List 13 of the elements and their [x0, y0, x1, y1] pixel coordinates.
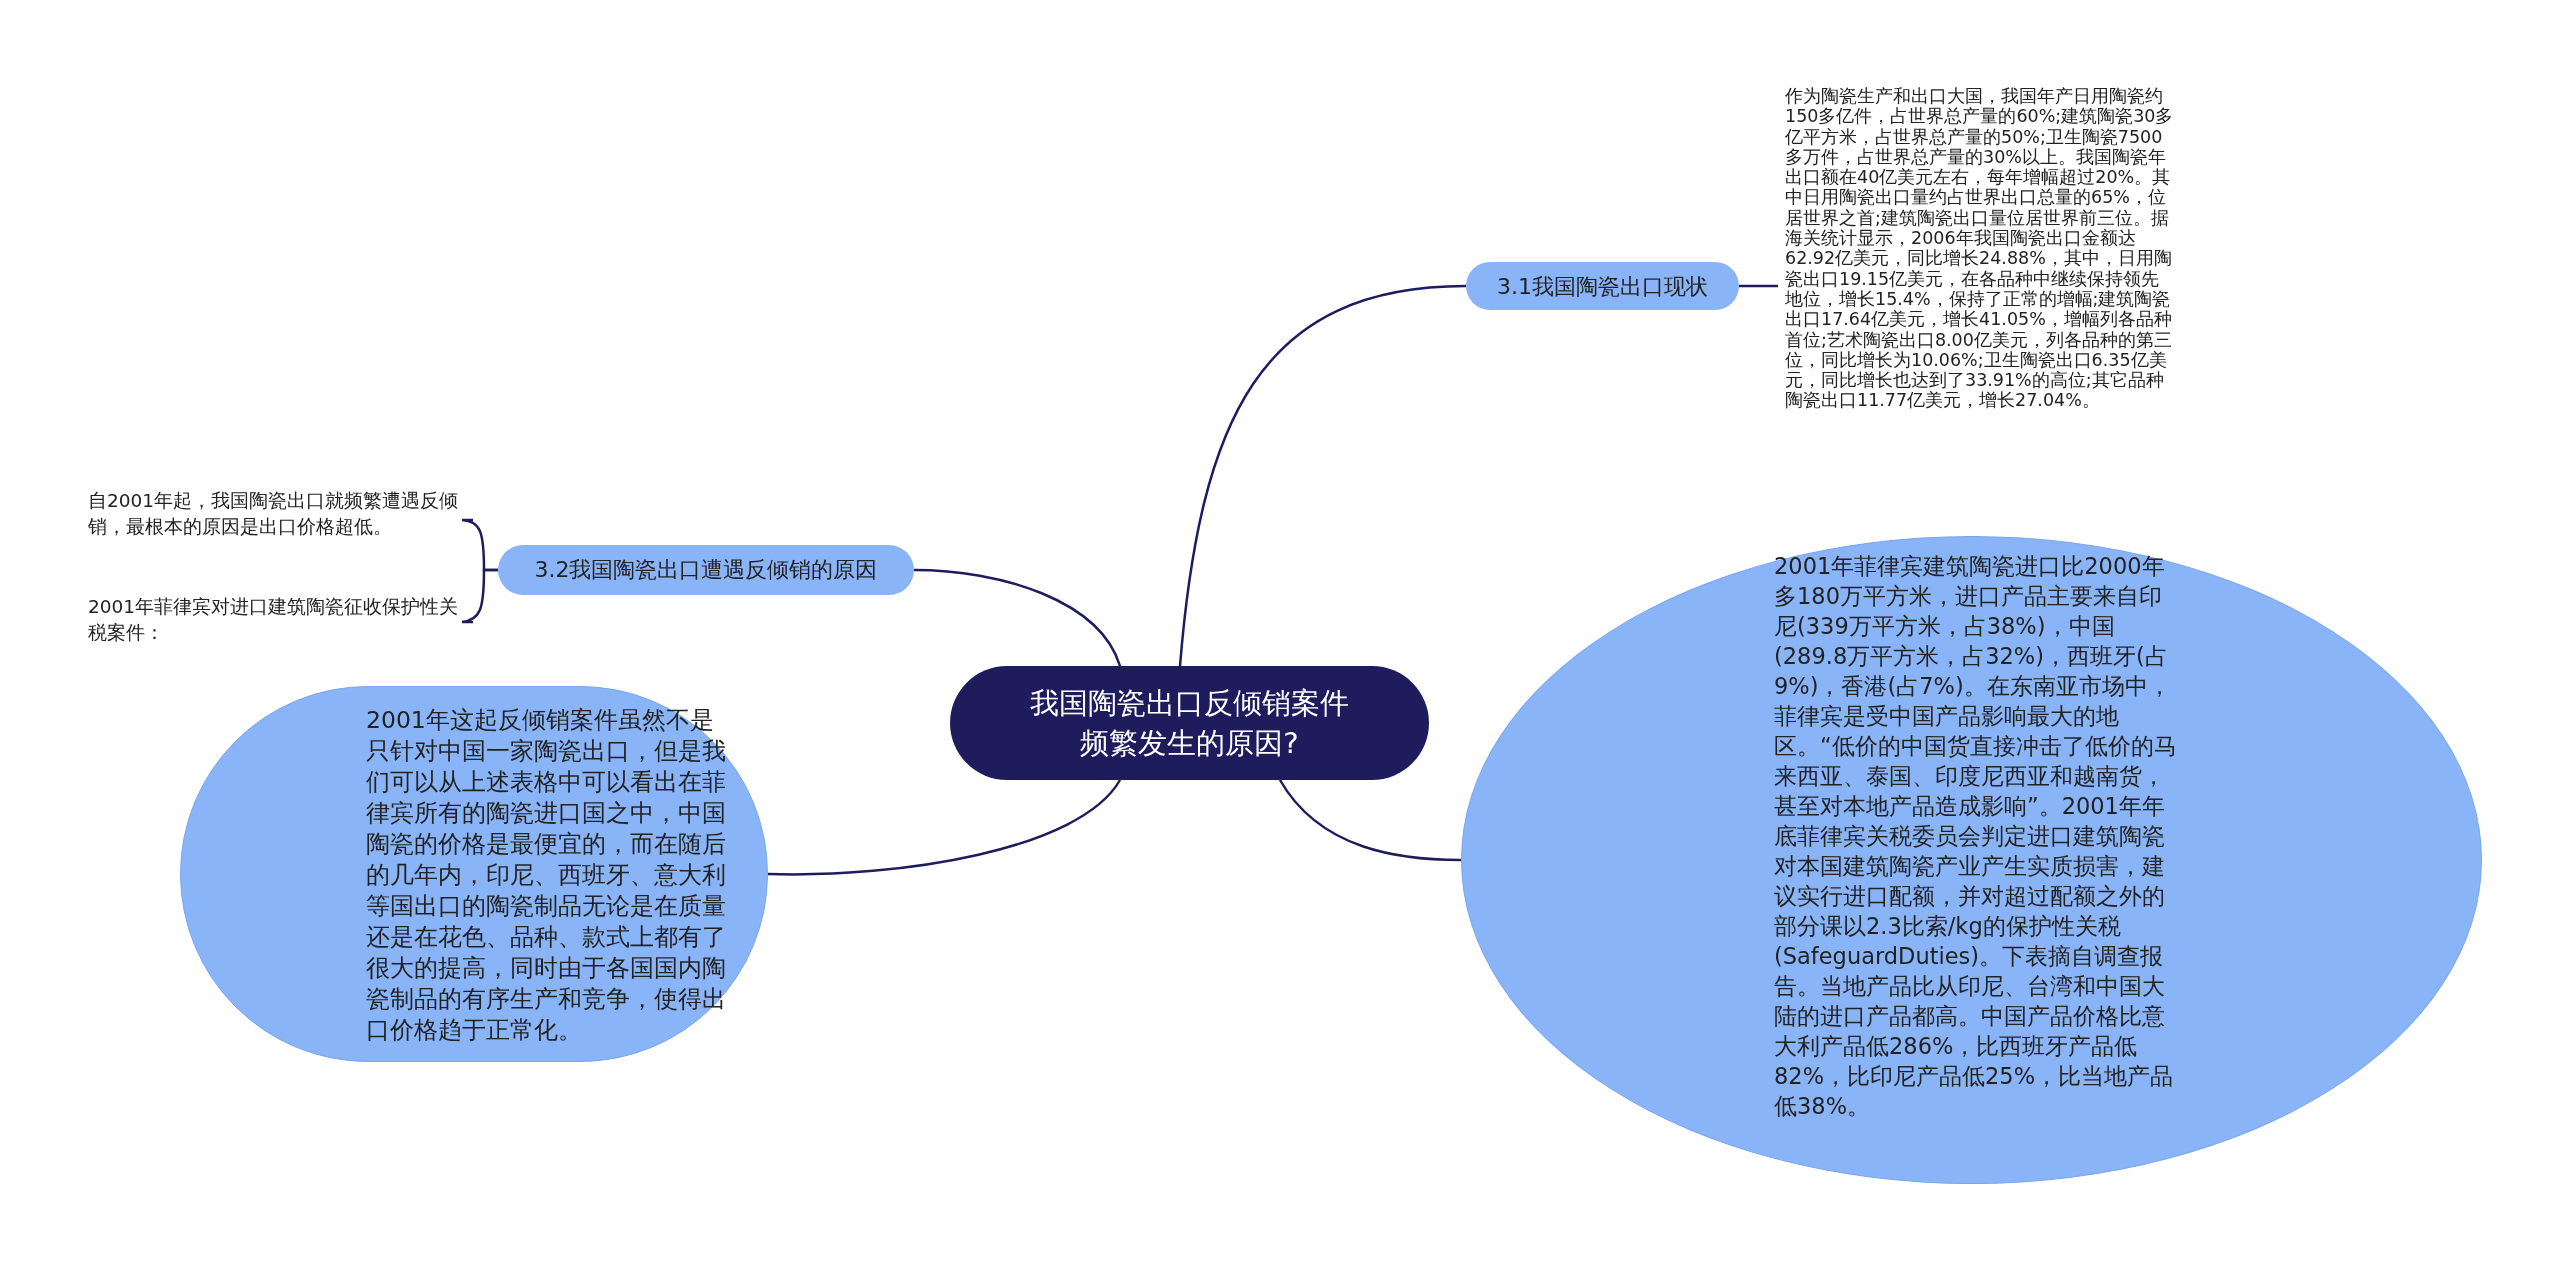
connector-line [768, 779, 1121, 876]
connector-line [1739, 284, 1778, 288]
topic-pill: 3.2我国陶瓷出口遭遇反倾销的原因 [498, 545, 914, 595]
note-text: 自2001年起，我国陶瓷出口就频繁遭遇反倾销，最根本的原因是出口价格超低。 [88, 488, 473, 542]
connector-line [1278, 779, 1462, 862]
connector-line [913, 568, 1122, 667]
connector-line [1178, 284, 1467, 667]
topic-pill: 3.1我国陶瓷出口现状 [1466, 262, 1739, 310]
note-text: 2001年菲律宾对进口建筑陶瓷征收保护性关税案件： [88, 594, 473, 648]
note-text: 作为陶瓷生产和出口大国，我国年产日用陶瓷约150多亿件，占世界总产量的60%;建筑陶瓷30多亿平方米，占世界总产量的50%;卫生陶瓷7500多万件，占世界总产量的30%以上。我国陶瓷年出口额在40亿美元左右，每年增幅超过20%。其中日用陶瓷出口量约占世界出口总量的65%，位居世界之首;建筑陶瓷出口量位居世界前三位。据海关统计显示，2006年我国陶瓷出口金额达62.92亿美元，同比增长24.88%，其中，日用陶瓷出口19.15亿美元，在各品种中继续保持领先地位，增长15.4%，保持了正常的增幅;建筑陶瓷出口17.64亿美元，增长41.05%，增幅列各品种首位;艺术陶瓷出口8.00亿美元，列各品种的第三位，同比增长为10.06%;卫生陶瓷出口6.35亿美元，同比增长也达到了33.91%的高位;其它品种陶瓷出口11.77亿美元，增长27.04%。 [1785, 86, 2175, 492]
text-bubble: 2001年菲律宾建筑陶瓷进口比2000年多180万平方米，进口产品主要来自印尼(339万平方米，占38%)，中国(289.8万平方米，占32%)，西班牙(占9%)，香港(占7%)。在东南亚市场中，菲律宾是受中国产品影响最大的地区。“低价的中国货直接冲击了低价的马来西亚、泰国、印度尼西亚和越南货，甚至对本地产品造成影响”。2001年年底菲律宾关税委员会判定进口建筑陶瓷对本国建筑陶瓷产业产生实质损害，建议实行进口配额，并对超过配额之外的部分课以2.3比索/kg的保护性关税(SafeguardDuties)。下表摘自调查报告。当地产品比从印尼、台湾和中国大陆的进口产品都高。中国产品价格比意大利产品低286%，比西班牙产品低82%，比印尼产品低25%，比当地产品低38%。 [1461, 536, 2482, 1184]
text-bubble: 2001年这起反倾销案件虽然不是只针对中国一家陶瓷出口，但是我们可以从上述表格中可以看出在菲律宾所有的陶瓷进口国之中，中国陶瓷的价格是最便宜的，而在随后的几年内，印尼、西班牙、意大利等国出口的陶瓷制品无论是在质量还是在花色、品种、款式上都有了很大的提高，同时由于各国国内陶瓷制品的有序生产和竞争，使得出口价格趋于正常化。 [180, 686, 768, 1062]
central-topic: 我国陶瓷出口反倾销案件频繁发生的原因? [950, 666, 1429, 780]
